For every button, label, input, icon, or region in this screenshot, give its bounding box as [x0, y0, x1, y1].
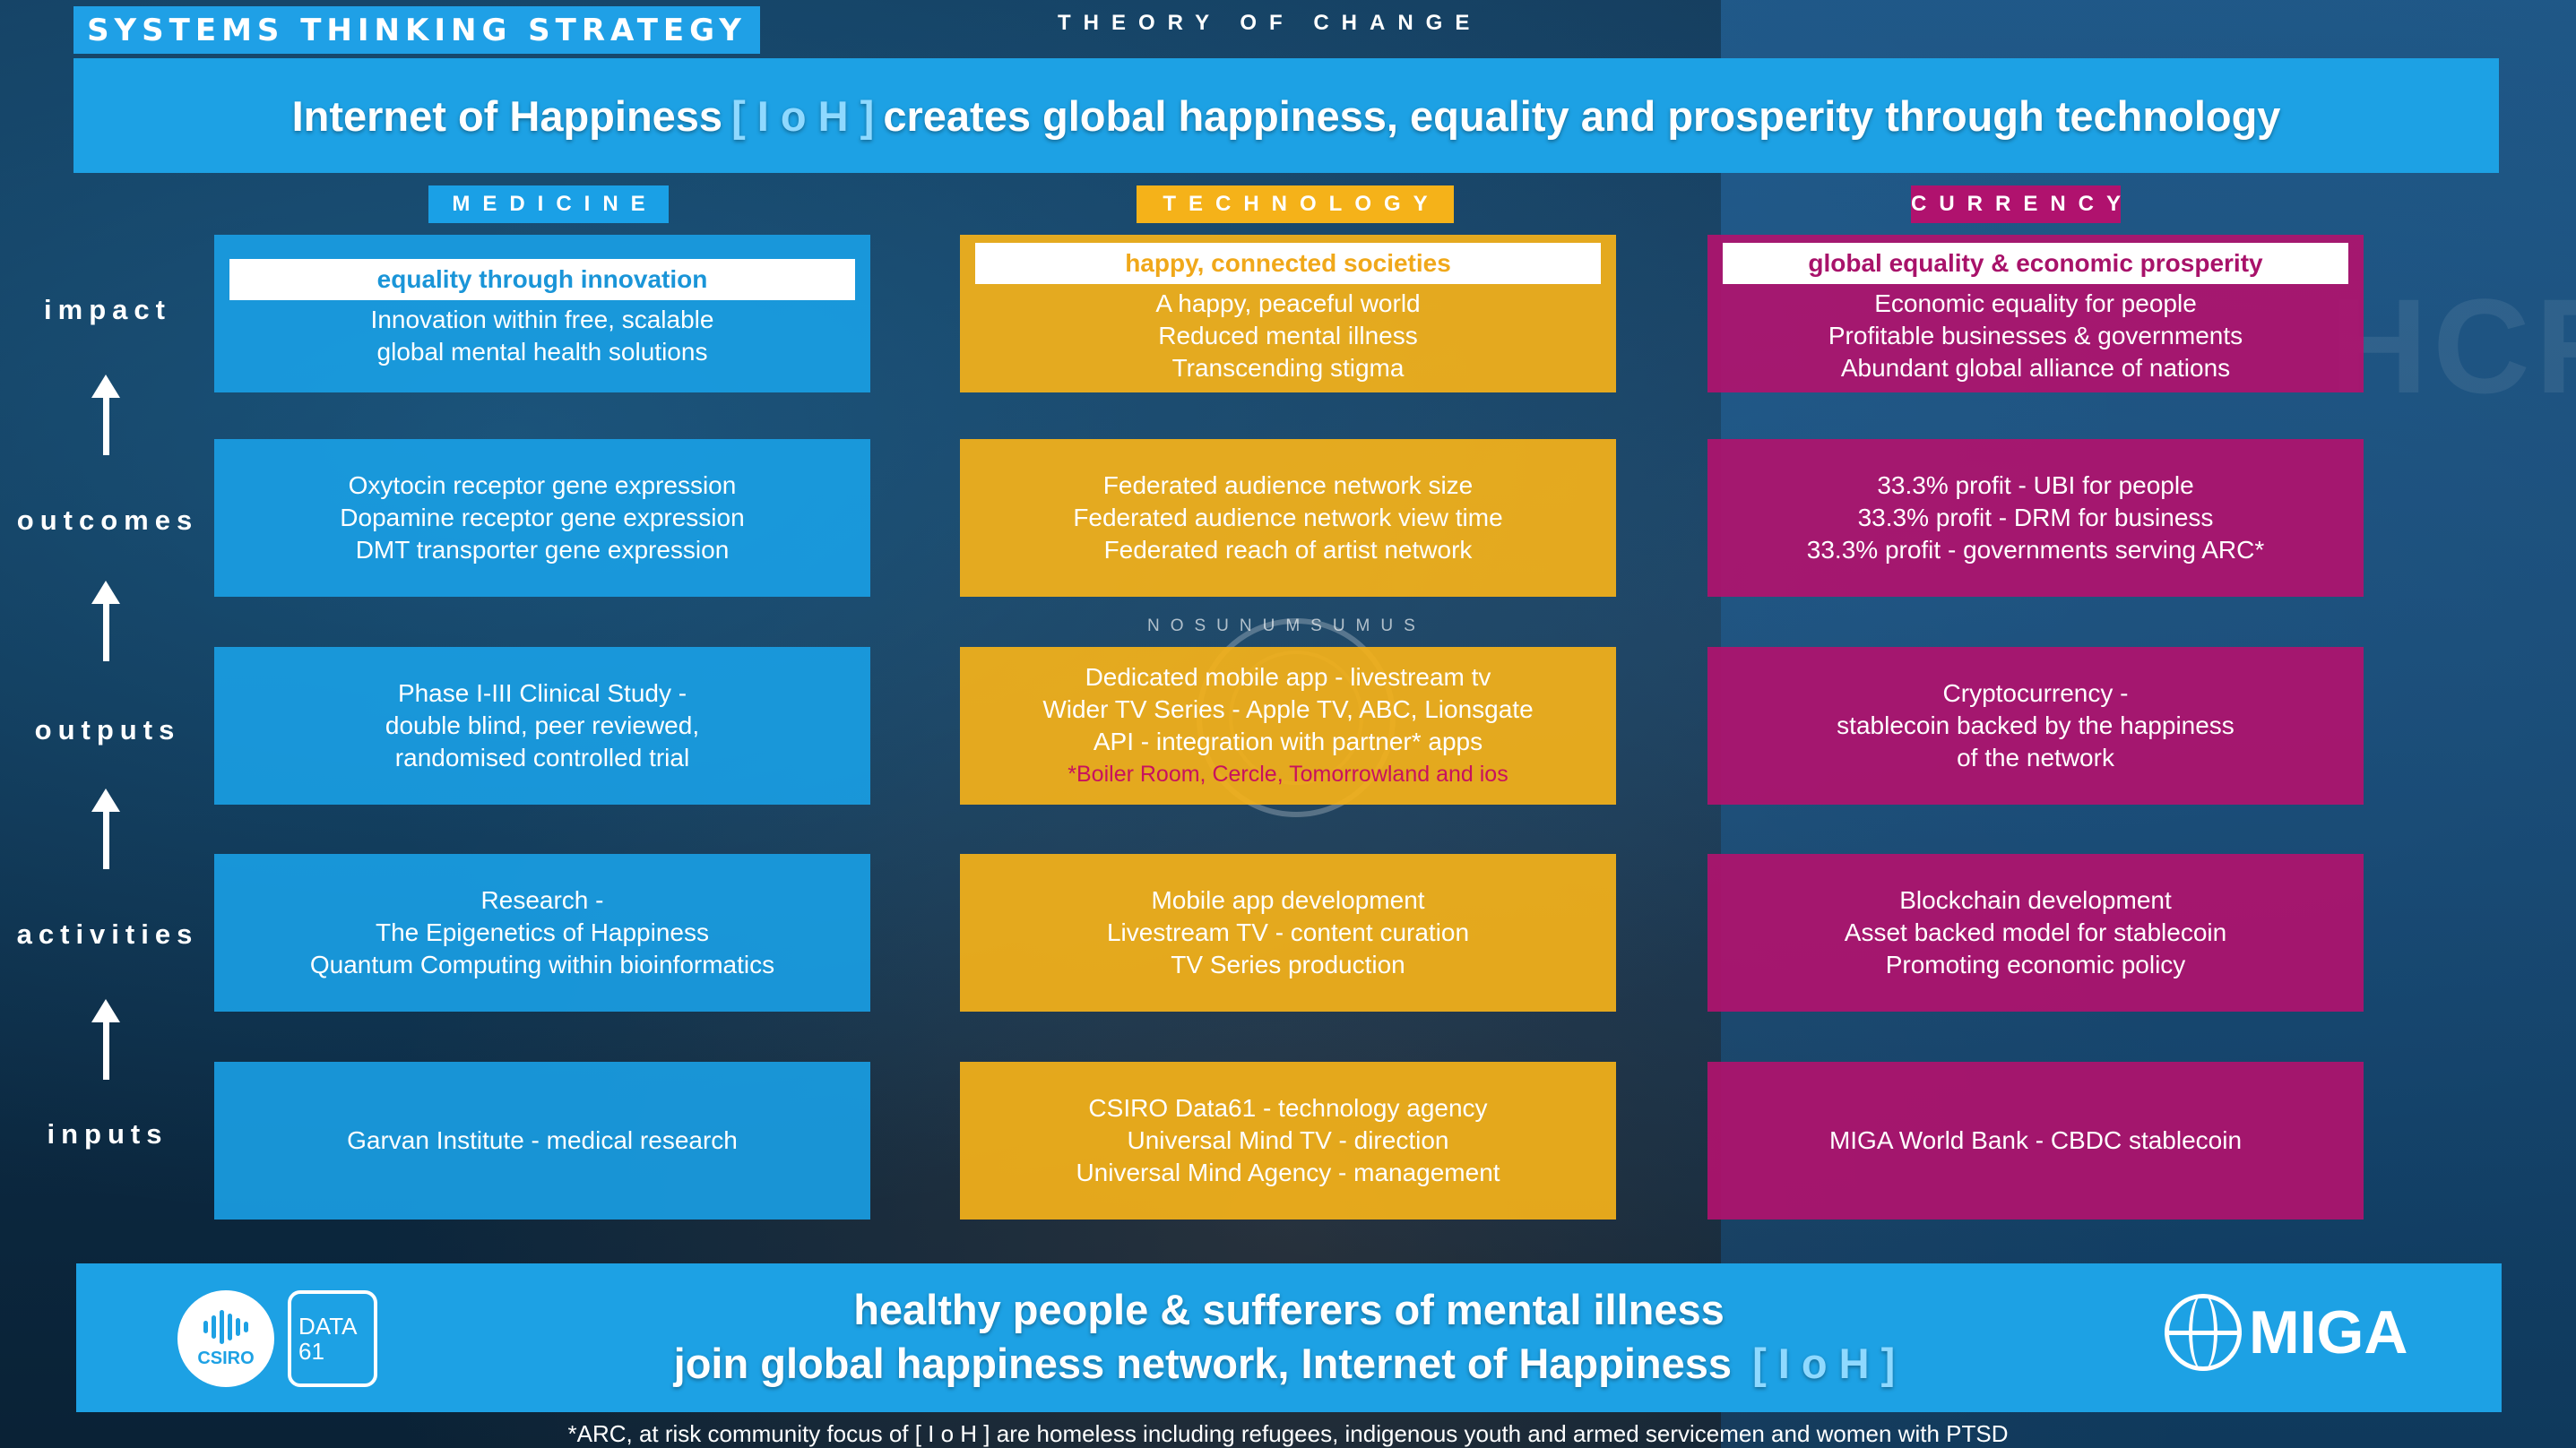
- technology-impact-line: Reduced mental illness: [1158, 322, 1418, 349]
- medicine-outputs-line: randomised controlled trial: [394, 744, 690, 771]
- data61-logo-number: 61: [298, 1338, 324, 1365]
- currency-outputs-box: Cryptocurrency - stablecoin backed by th…: [1707, 647, 2364, 805]
- currency-outputs-line: Cryptocurrency -: [1942, 679, 2129, 707]
- technology-inputs-line: Universal Mind Agency - management: [1076, 1159, 1500, 1186]
- background-unhcr-mark: HCR: [2330, 271, 2576, 421]
- medicine-activities-box: Research - The Epigenetics of Happiness …: [214, 854, 870, 1012]
- currency-outcomes-line: 33.3% profit - DRM for business: [1857, 504, 2214, 531]
- footer-ioh-logo: [ I o H ]: [1752, 1340, 1896, 1387]
- strategy-tag: SYSTEMS THINKING STRATEGY: [73, 6, 760, 54]
- medicine-outcomes-box: Oxytocin receptor gene expression Dopami…: [214, 439, 870, 597]
- medicine-activities-line: Quantum Computing within bioinformatics: [309, 951, 775, 978]
- technology-inputs-line: Universal Mind TV - direction: [1127, 1126, 1449, 1154]
- miga-logo: MIGA: [2165, 1294, 2408, 1371]
- currency-activities-line: Blockchain development: [1899, 886, 2172, 914]
- footnote: *ARC, at risk community focus of [ I o H…: [567, 1420, 2009, 1447]
- medicine-outcomes-line: Dopamine receptor gene expression: [340, 504, 745, 531]
- row-label-impact: impact: [44, 294, 171, 325]
- currency-activities-box: Blockchain development Asset backed mode…: [1707, 854, 2364, 1012]
- technology-outputs-note: *Boiler Room, Cercle, Tomorrowland and i…: [1068, 762, 1508, 787]
- footer-line-2: join global happiness network, Internet …: [76, 1339, 2502, 1388]
- up-arrow-icon: [91, 581, 120, 661]
- currency-impact-header: global equality & economic prosperity: [1723, 243, 2348, 284]
- row-label-inputs: inputs: [47, 1118, 169, 1150]
- footer-banner: CSIRO DATA 61 healthy people & sufferers…: [76, 1263, 2502, 1412]
- miga-logo-text: MIGA: [2249, 1298, 2408, 1366]
- data61-logo-text: DATA: [298, 1313, 358, 1340]
- currency-outputs-line: stablecoin backed by the happiness: [1837, 711, 2235, 739]
- csiro-bars-icon: [203, 1309, 248, 1345]
- title-banner: Internet of Happiness [ I o H ] creates …: [73, 58, 2499, 173]
- technology-inputs-box: CSIRO Data61 - technology agency Univers…: [960, 1062, 1616, 1220]
- medicine-impact-header: equality through innovation: [229, 259, 855, 300]
- row-label-outcomes: outcomes: [16, 504, 199, 536]
- currency-outputs-line: of the network: [1957, 744, 2114, 771]
- up-arrow-icon: [91, 789, 120, 869]
- technology-impact-header: happy, connected societies: [975, 243, 1601, 284]
- currency-outcomes-line: 33.3% profit - UBI for people: [1877, 471, 2194, 499]
- medicine-outcomes-line: Oxytocin receptor gene expression: [348, 471, 737, 499]
- technology-impact-line: Transcending stigma: [1171, 354, 1405, 382]
- column-label-technology: TECHNOLOGY: [1137, 185, 1454, 223]
- medicine-outputs-line: Phase I-III Clinical Study -: [397, 679, 687, 707]
- csiro-logo-text: CSIRO: [197, 1348, 255, 1368]
- technology-inputs-line: CSIRO Data61 - technology agency: [1088, 1094, 1488, 1122]
- currency-inputs-box: MIGA World Bank - CBDC stablecoin: [1707, 1062, 2364, 1220]
- technology-activities-box: Mobile app development Livestream TV - c…: [960, 854, 1616, 1012]
- technology-outcomes-line: Federated audience network size: [1102, 471, 1474, 499]
- technology-impact-line: A happy, peaceful world: [1155, 289, 1421, 317]
- currency-impact-line: Profitable businesses & governments: [1828, 322, 2243, 349]
- currency-outcomes-line: 33.3% profit - governments serving ARC*: [1806, 536, 2265, 564]
- row-label-activities: activities: [16, 918, 199, 950]
- technology-activities-line: Livestream TV - content curation: [1106, 918, 1470, 946]
- technology-activities-line: TV Series production: [1171, 951, 1405, 978]
- medicine-inputs-box: Garvan Institute - medical research: [214, 1062, 870, 1220]
- globe-icon: [2165, 1294, 2242, 1371]
- technology-outputs-line: Dedicated mobile app - livestream tv: [1085, 663, 1491, 691]
- technology-activities-line: Mobile app development: [1151, 886, 1425, 914]
- medicine-activities-line: The Epigenetics of Happiness: [376, 918, 709, 946]
- currency-activities-line: Asset backed model for stablecoin: [1844, 918, 2227, 946]
- technology-outputs-line: API - integration with partner* apps: [1093, 728, 1483, 755]
- currency-impact-line: Economic equality for people: [1874, 289, 2197, 317]
- medicine-impact-box: equality through innovation Innovation w…: [214, 235, 870, 392]
- up-arrow-icon: [91, 375, 120, 455]
- section-title: THEORY OF CHANGE: [1058, 11, 1482, 35]
- column-label-currency: CURRENCY: [1911, 185, 2121, 223]
- currency-outcomes-box: 33.3% profit - UBI for people 33.3% prof…: [1707, 439, 2364, 597]
- data61-logo: DATA 61: [288, 1290, 377, 1387]
- banner-ioh-logo: [ I o H ]: [731, 91, 875, 140]
- currency-activities-line: Promoting economic policy: [1885, 951, 2186, 978]
- up-arrow-icon: [91, 999, 120, 1080]
- technology-outputs-line: Wider TV Series - Apple TV, ABC, Lionsga…: [1042, 695, 1534, 723]
- medicine-inputs-line: Garvan Institute - medical research: [347, 1126, 738, 1154]
- currency-inputs-line: MIGA World Bank - CBDC stablecoin: [1828, 1126, 2243, 1154]
- medicine-outputs-box: Phase I-III Clinical Study - double blin…: [214, 647, 870, 805]
- technology-outputs-box: Dedicated mobile app - livestream tv Wid…: [960, 647, 1616, 805]
- medicine-outcomes-line: DMT transporter gene expression: [355, 536, 730, 564]
- banner-title-start: Internet of Happiness: [291, 91, 723, 140]
- technology-outcomes-box: Federated audience network size Federate…: [960, 439, 1616, 597]
- medicine-impact-line: global mental health solutions: [376, 338, 708, 366]
- medicine-outputs-line: double blind, peer reviewed,: [385, 711, 700, 739]
- csiro-logo: CSIRO: [177, 1290, 274, 1387]
- medicine-activities-line: Research -: [480, 886, 604, 914]
- technology-impact-box: happy, connected societies A happy, peac…: [960, 235, 1616, 392]
- watermark-text: NOSUNUMSUMUS: [1147, 616, 1426, 635]
- technology-outcomes-line: Federated audience network view time: [1073, 504, 1503, 531]
- medicine-impact-line: Innovation within free, scalable: [370, 306, 714, 333]
- currency-impact-line: Abundant global alliance of nations: [1840, 354, 2231, 382]
- footer-line-1: healthy people & sufferers of mental ill…: [853, 1286, 1725, 1333]
- technology-outcomes-line: Federated reach of artist network: [1103, 536, 1473, 564]
- currency-impact-box: global equality & economic prosperity Ec…: [1707, 235, 2364, 392]
- footer-line-2-text: join global happiness network, Internet …: [673, 1340, 1733, 1387]
- column-label-medicine: MEDICINE: [428, 185, 669, 223]
- banner-title-end: creates global happiness, equality and p…: [883, 91, 2281, 140]
- row-label-outputs: outputs: [34, 714, 181, 746]
